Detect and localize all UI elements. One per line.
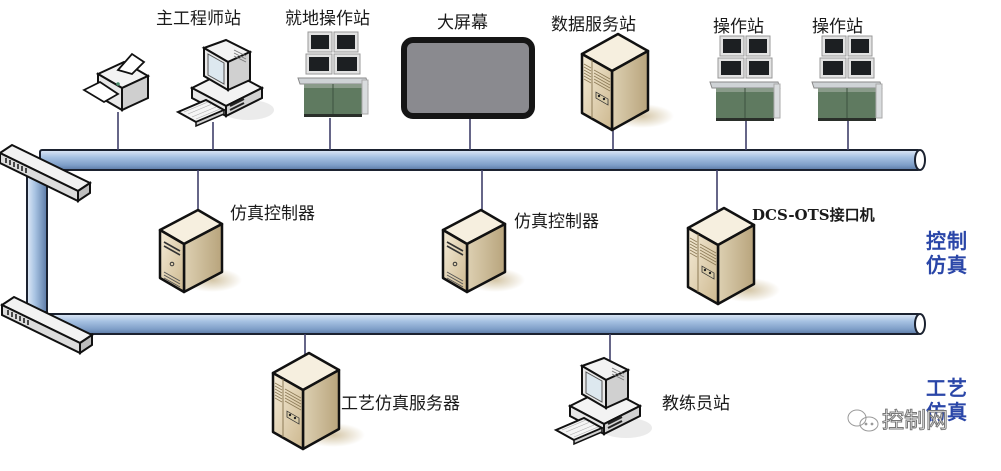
label-process-sim-server: 工艺仿真服务器	[341, 394, 460, 414]
operator-console-icon	[297, 31, 369, 118]
zone-control-sim-line1: 控制	[926, 229, 968, 253]
operator-console-icon	[811, 35, 883, 122]
zone-label-process-simulation: 工艺 仿真	[926, 376, 968, 424]
process-network-bus	[39, 313, 926, 335]
printer-icon	[83, 53, 149, 111]
desktop-computer-icon	[177, 39, 275, 127]
control-network-bus	[39, 149, 926, 171]
label-operator-station-1: 操作站	[713, 17, 764, 37]
watermark-text: 控制网	[881, 409, 949, 435]
zone-process-sim-line2: 仿真	[926, 400, 968, 424]
zone-label-control-simulation: 控制 仿真	[926, 229, 968, 277]
label-local-operator-station: 就地操作站	[285, 9, 370, 29]
label-dcs-ots-interface: DCS-OTS接口机	[752, 206, 875, 224]
server-cabinet-icon	[580, 32, 676, 132]
connector-lines	[117, 112, 849, 360]
zone-control-sim-line2: 仿真	[926, 253, 968, 277]
operator-console-icon	[709, 35, 781, 122]
wechat-icon	[847, 409, 879, 432]
label-sim-controller-1: 仿真控制器	[230, 204, 315, 224]
label-operator-station-2: 操作站	[812, 17, 863, 37]
vertical-bus	[26, 171, 48, 313]
desktop-computer-icon	[555, 357, 653, 445]
label-main-engineer-station: 主工程师站	[156, 9, 241, 29]
label-large-screen: 大屏幕	[437, 13, 488, 33]
large-display-icon	[401, 37, 535, 119]
zone-process-sim-line1: 工艺	[926, 376, 968, 400]
label-data-server-station: 数据服务站	[551, 15, 636, 35]
label-instructor-station: 教练员站	[662, 394, 730, 414]
label-sim-controller-2: 仿真控制器	[514, 212, 599, 232]
tower-server-icon	[441, 208, 527, 294]
